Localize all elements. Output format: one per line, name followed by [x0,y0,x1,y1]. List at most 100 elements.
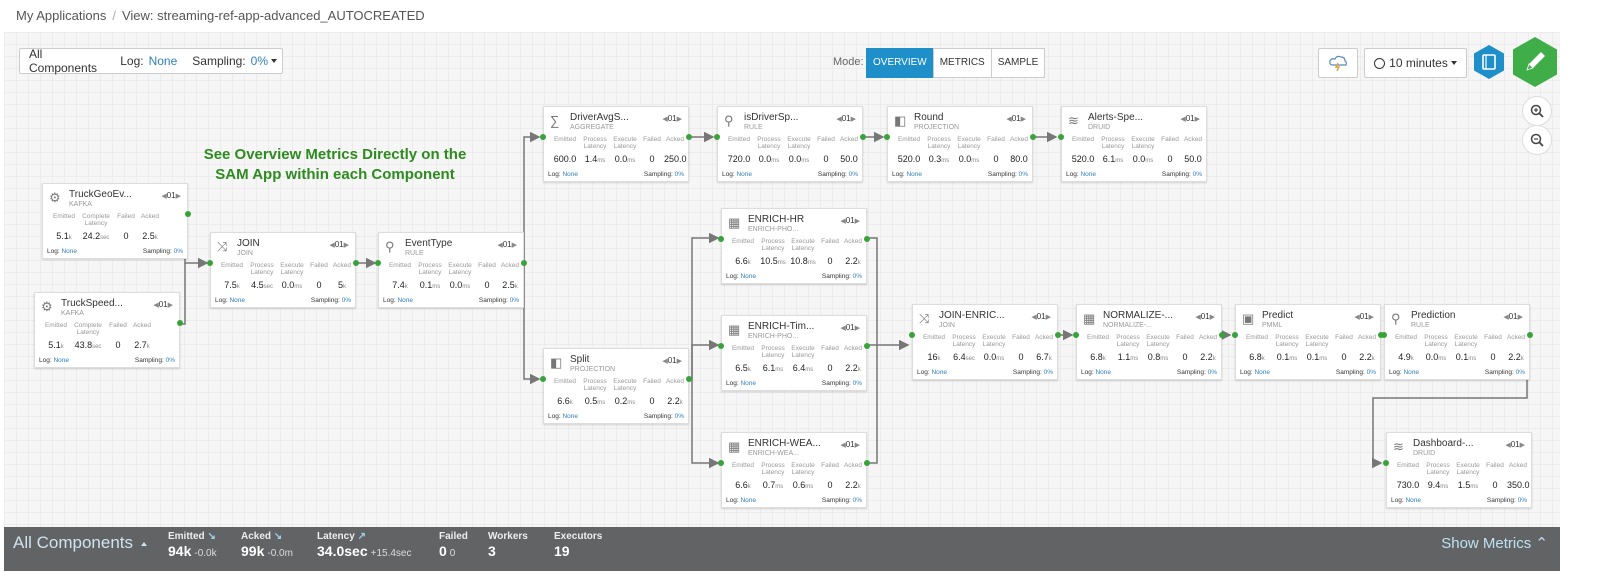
port-dot[interactable] [864,343,870,349]
port-dot[interactable] [1383,460,1389,466]
weather-storm-button[interactable] [1318,48,1358,78]
triangle-left-icon[interactable]: ◀ [1503,314,1509,321]
port-dot[interactable] [884,134,890,140]
node-log-value[interactable]: None [229,297,246,304]
node-log-value[interactable]: None [1080,171,1097,178]
triangle-right-icon[interactable]: ▶ [854,218,860,225]
triangle-right-icon[interactable]: ▶ [676,116,682,123]
component-node[interactable]: ▦ ENRICH-Tim... ENRICH-PHO... ◀01▶ Emitt… [721,315,867,391]
component-node[interactable]: ▦ NORMALIZE-... NORMALIZE-... ◀01▶ Emitt… [1076,304,1222,380]
parallelism-stepper[interactable]: ◀01▶ [1505,440,1525,449]
node-sampling-value[interactable]: 0% [852,497,862,504]
parallelism-stepper[interactable]: ◀01▶ [329,240,349,249]
port-dot[interactable] [860,134,866,140]
node-sampling-value[interactable]: 0% [1192,171,1202,178]
node-log-value[interactable]: None [562,413,579,420]
triangle-right-icon[interactable]: ▶ [854,325,860,332]
triangle-right-icon[interactable]: ▶ [343,242,349,249]
node-sampling-value[interactable]: 0% [341,297,351,304]
node-log-value[interactable]: None [906,171,923,178]
node-sampling-value[interactable]: 0% [1515,369,1525,376]
node-sampling-value[interactable]: 0% [852,380,862,387]
port-dot[interactable] [686,376,692,382]
triangle-right-icon[interactable]: ▶ [1209,314,1215,321]
components-filter[interactable]: All Components [29,47,98,75]
time-range-dropdown[interactable]: 10 minutes [1364,48,1467,78]
node-sampling-value[interactable]: 0% [1043,369,1053,376]
parallelism-stepper[interactable]: ◀01▶ [662,114,682,123]
triangle-left-icon[interactable]: ◀ [329,242,335,249]
port-dot[interactable] [1527,332,1533,338]
triangle-left-icon[interactable]: ◀ [662,358,668,365]
triangle-right-icon[interactable]: ▶ [676,358,682,365]
parallelism-stepper[interactable]: ◀01▶ [1031,312,1051,321]
port-dot[interactable] [521,260,527,266]
node-sampling-value[interactable]: 0% [1018,171,1028,178]
port-dot[interactable] [1232,332,1238,338]
port-dot[interactable] [185,211,191,217]
parallelism-stepper[interactable]: ◀01▶ [1195,312,1215,321]
node-sampling-value[interactable]: 0% [674,413,684,420]
triangle-left-icon[interactable]: ◀ [836,116,842,123]
parallelism-stepper[interactable]: ◀01▶ [840,216,860,225]
zoom-out-button[interactable] [1522,125,1552,155]
component-node[interactable]: ▦ ENRICH-WEA... ENRICH-WEA... ◀01▶ Emitt… [721,432,867,508]
port-dot[interactable] [864,460,870,466]
port-dot[interactable] [718,236,724,242]
component-filter-bar[interactable]: All Components Log: None Sampling: 0% [19,47,283,75]
node-log-value[interactable]: None [397,297,414,304]
port-dot[interactable] [1058,134,1064,140]
triangle-right-icon[interactable]: ▶ [1045,314,1051,321]
node-sampling-value[interactable]: 0% [1207,369,1217,376]
node-log-value[interactable]: None [61,248,78,255]
port-dot[interactable] [1381,332,1387,338]
triangle-left-icon[interactable]: ◀ [662,116,668,123]
port-dot[interactable] [375,260,381,266]
zoom-in-button[interactable] [1522,96,1552,126]
all-components-dropdown[interactable]: All Components [13,533,147,553]
port-dot[interactable] [1055,332,1061,338]
node-log-value[interactable]: None [740,380,757,387]
triangle-right-icon[interactable]: ▶ [850,116,856,123]
port-dot[interactable] [1219,332,1225,338]
node-sampling-value[interactable]: 0% [674,171,684,178]
docs-button[interactable] [1472,44,1506,80]
triangle-left-icon[interactable]: ◀ [840,325,846,332]
node-log-value[interactable]: None [736,171,753,178]
mode-sample-button[interactable]: SAMPLE [990,48,1046,78]
port-dot[interactable] [718,460,724,466]
port-dot[interactable] [540,134,546,140]
triangle-right-icon[interactable]: ▶ [1194,116,1200,123]
triangle-right-icon[interactable]: ▶ [1517,314,1523,321]
triangle-right-icon[interactable]: ▶ [854,442,860,449]
triangle-right-icon[interactable]: ▶ [1368,314,1374,321]
triangle-left-icon[interactable]: ◀ [840,218,846,225]
port-dot[interactable] [1073,332,1079,338]
breadcrumb-root[interactable]: My Applications [16,8,107,23]
node-sampling-value[interactable]: 0% [173,248,183,255]
port-dot[interactable] [909,332,915,338]
triangle-left-icon[interactable]: ◀ [1195,314,1201,321]
node-log-value[interactable]: None [562,171,579,178]
log-value[interactable]: None [148,54,178,68]
parallelism-stepper[interactable]: ◀01▶ [153,300,173,309]
triangle-left-icon[interactable]: ◀ [840,442,846,449]
parallelism-stepper[interactable]: ◀01▶ [1180,114,1200,123]
triangle-left-icon[interactable]: ◀ [497,242,503,249]
node-sampling-value[interactable]: 0% [165,357,175,364]
triangle-left-icon[interactable]: ◀ [1180,116,1186,123]
node-log-value[interactable]: None [1403,369,1420,376]
port-dot[interactable] [207,260,213,266]
show-metrics-toggle[interactable]: Show Metrics ⌃ [1441,534,1548,552]
port-dot[interactable] [714,134,720,140]
